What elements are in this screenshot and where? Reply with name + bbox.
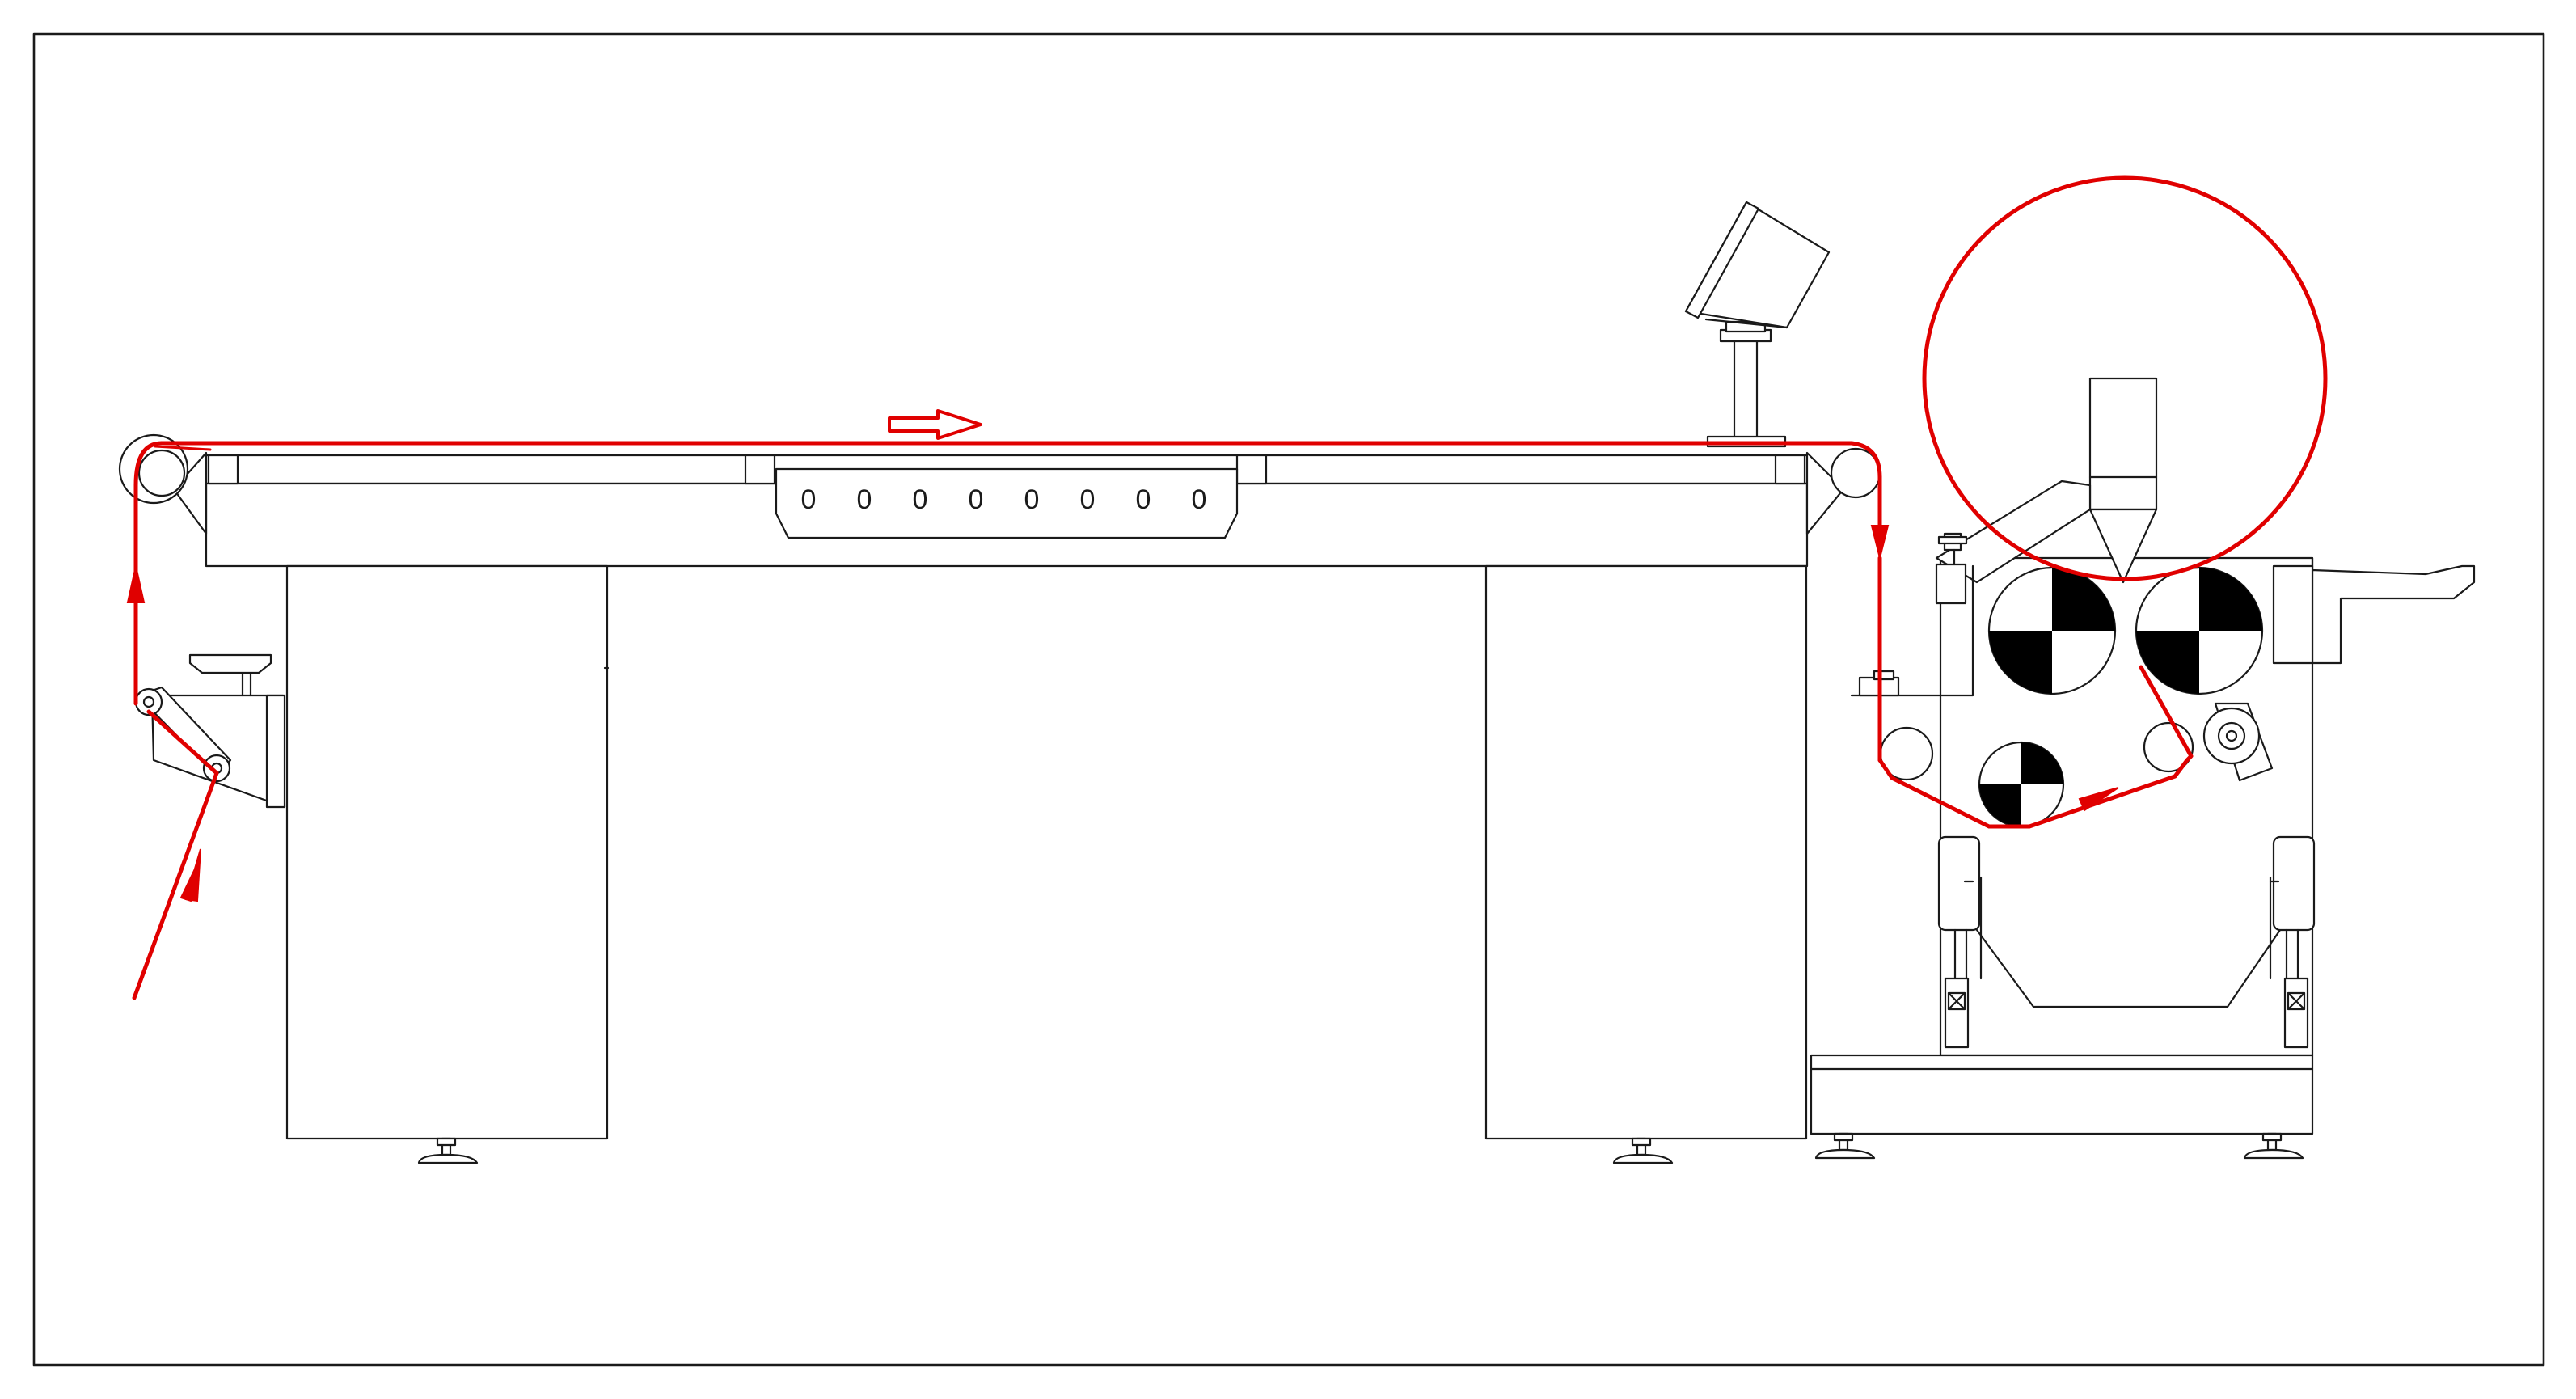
foot-middle xyxy=(1612,1137,1674,1164)
slot-mark: 0 xyxy=(1136,484,1151,515)
rail-block-4 xyxy=(1774,454,1806,485)
left-slide xyxy=(1937,835,1983,1049)
right-clamp xyxy=(2272,564,2314,665)
applicator-head xyxy=(1810,377,2476,1160)
slot-mark: 0 xyxy=(857,484,872,515)
display-screen xyxy=(1684,201,1831,329)
right-slide xyxy=(2269,835,2316,1049)
left-leg xyxy=(285,564,609,1140)
tension-plate xyxy=(265,694,286,809)
rail-block-1 xyxy=(207,454,239,485)
drawing-frame xyxy=(32,32,2545,1367)
web-path xyxy=(126,175,2328,1000)
base-plate xyxy=(1810,1054,2314,1135)
up-arrow-icon xyxy=(126,565,146,603)
left-top-roller xyxy=(137,449,186,497)
inner-hopper xyxy=(1975,928,2282,1008)
conveyor-table: 0 0 0 0 0 0 0 0 xyxy=(118,433,1881,1164)
slot-mark: 0 xyxy=(913,484,928,515)
slot-mark: 0 xyxy=(1192,484,1207,515)
down-arrow-icon xyxy=(1870,525,1890,559)
lower-roller xyxy=(1978,741,2065,828)
slot-marks: 0 0 0 0 0 0 0 0 xyxy=(801,484,1207,515)
label-roll xyxy=(1922,175,2328,581)
right-end-plate xyxy=(1805,451,1845,535)
drive-roller-left xyxy=(1987,566,2117,695)
display-stem xyxy=(1733,338,1759,446)
angled-guide xyxy=(1935,480,2092,584)
rail-block-2 xyxy=(744,454,776,485)
web-lower-run xyxy=(1877,758,2177,829)
foot-left xyxy=(417,1137,479,1164)
control-display xyxy=(1684,201,1831,448)
slot-mark: 0 xyxy=(1080,484,1096,515)
right-leg xyxy=(1484,564,1808,1140)
slotted-panel xyxy=(775,467,1239,539)
peel-plate xyxy=(2311,556,2476,665)
slot-mark: 0 xyxy=(969,484,984,515)
tension-wheel xyxy=(2202,702,2274,782)
tension-knob xyxy=(188,653,272,674)
left-clamp xyxy=(1935,563,1967,605)
rail-block-3 xyxy=(1235,454,1268,485)
foot-applicator-right xyxy=(2243,1132,2304,1160)
flow-arrow-icon xyxy=(888,409,982,440)
left-end-plate xyxy=(172,451,208,535)
slot-mark: 0 xyxy=(801,484,817,515)
foot-applicator-left xyxy=(1814,1132,1876,1160)
guide-tower xyxy=(2088,377,2158,511)
web-inlet xyxy=(132,771,219,1000)
left-tension-unit xyxy=(134,653,286,809)
slot-mark: 0 xyxy=(1024,484,1040,515)
drive-roller-right xyxy=(2135,566,2264,695)
lower-arrow-icon xyxy=(2078,787,2119,812)
